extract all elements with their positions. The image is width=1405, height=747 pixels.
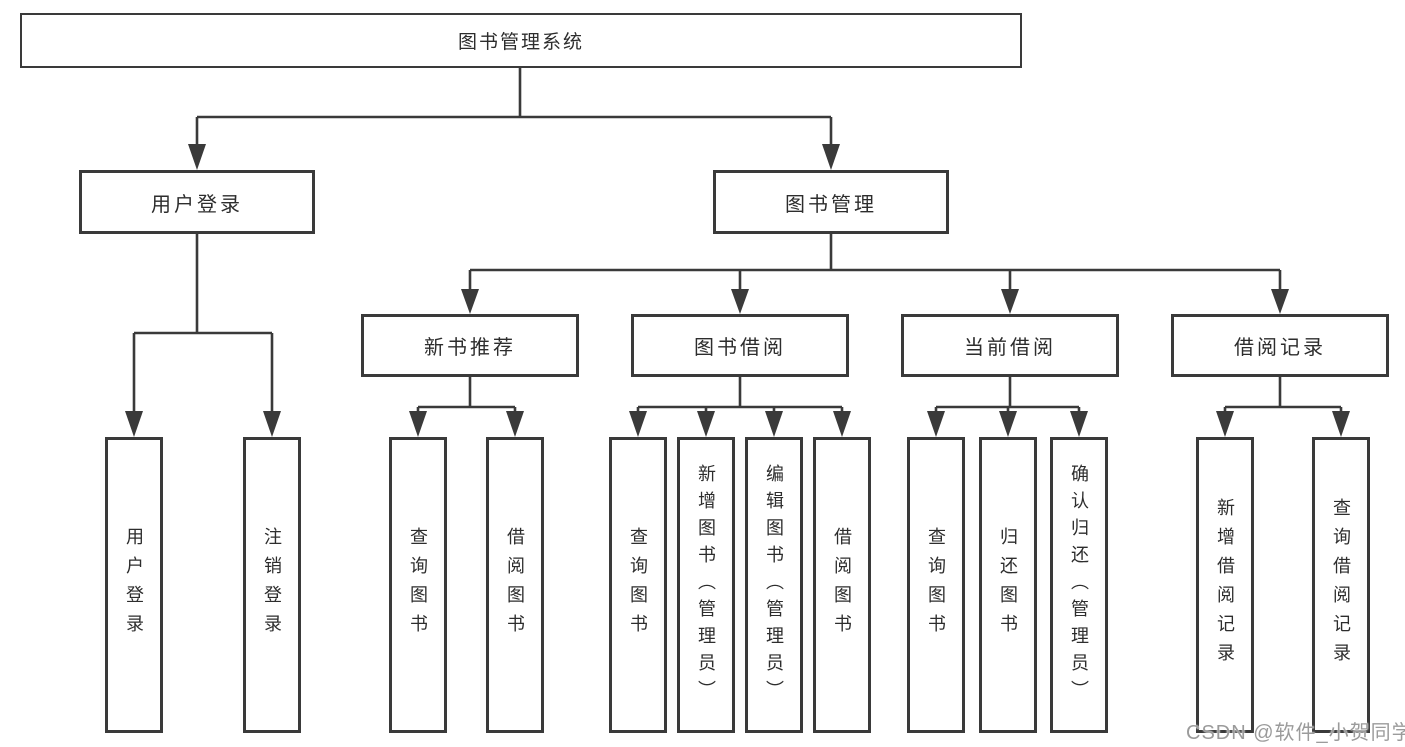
connector-new-book-to-leaves	[409, 377, 524, 437]
connector-book-management-to-level3	[461, 234, 1289, 314]
leaf-label: 借阅图书	[505, 527, 525, 643]
leaf-logout: 注销登录	[243, 437, 301, 733]
leaf-label: 用户登录	[124, 527, 144, 643]
leaf-label: 归还图书	[998, 527, 1018, 643]
node-library-management-system: 图书管理系统	[20, 13, 1022, 68]
node-label: 新书推荐	[424, 337, 516, 359]
leaf-borrow-books-recommend: 借阅图书	[486, 437, 544, 733]
connector-root-to-level2	[188, 68, 840, 170]
csdn-watermark: CSDN @软件_小贺同学	[1186, 722, 1405, 744]
leaf-edit-books-admin: 编辑图书（管理员）	[745, 437, 803, 733]
leaf-label: 查询图书	[408, 527, 428, 643]
node-book-borrow: 图书借阅	[631, 314, 849, 377]
node-label: 图书借阅	[694, 337, 786, 359]
leaf-borrow-books: 借阅图书	[813, 437, 871, 733]
leaf-label: 编辑图书（管理员）	[764, 463, 784, 707]
leaf-confirm-return-admin: 确认归还（管理员）	[1050, 437, 1108, 733]
node-current-borrow: 当前借阅	[901, 314, 1119, 377]
leaf-add-books-admin: 新增图书（管理员）	[677, 437, 735, 733]
leaf-query-books-borrow: 查询图书	[609, 437, 667, 733]
connector-book-borrow-to-leaves	[629, 377, 851, 437]
leaf-query-borrow-record: 查询借阅记录	[1312, 437, 1370, 733]
leaf-query-books-recommend: 查询图书	[389, 437, 447, 733]
node-borrow-record: 借阅记录	[1171, 314, 1389, 377]
leaf-label: 新增借阅记录	[1215, 498, 1235, 672]
leaf-return-books: 归还图书	[979, 437, 1037, 733]
node-new-book-recommend: 新书推荐	[361, 314, 579, 377]
leaf-label: 确认归还（管理员）	[1069, 463, 1089, 707]
node-user-login: 用户登录	[79, 170, 315, 234]
leaf-query-books-current: 查询图书	[907, 437, 965, 733]
leaf-label: 新增图书（管理员）	[696, 463, 716, 707]
leaf-label: 查询借阅记录	[1331, 498, 1351, 672]
node-label: 用户登录	[151, 193, 243, 216]
leaf-add-borrow-record: 新增借阅记录	[1196, 437, 1254, 733]
node-label: 借阅记录	[1234, 337, 1326, 359]
leaf-label: 查询图书	[926, 527, 946, 643]
leaf-label: 查询图书	[628, 527, 648, 643]
connector-current-borrow-to-leaves	[927, 377, 1088, 437]
connector-borrow-record-to-leaves	[1216, 377, 1350, 437]
node-label: 图书管理系统	[457, 32, 584, 53]
node-label: 当前借阅	[964, 337, 1056, 359]
leaf-label: 注销登录	[262, 527, 282, 643]
leaf-label: 借阅图书	[832, 527, 852, 643]
leaf-user-login: 用户登录	[105, 437, 163, 733]
node-label: 图书管理	[785, 193, 877, 216]
connector-user-login-to-leaves	[125, 234, 281, 437]
node-book-management: 图书管理	[713, 170, 949, 234]
